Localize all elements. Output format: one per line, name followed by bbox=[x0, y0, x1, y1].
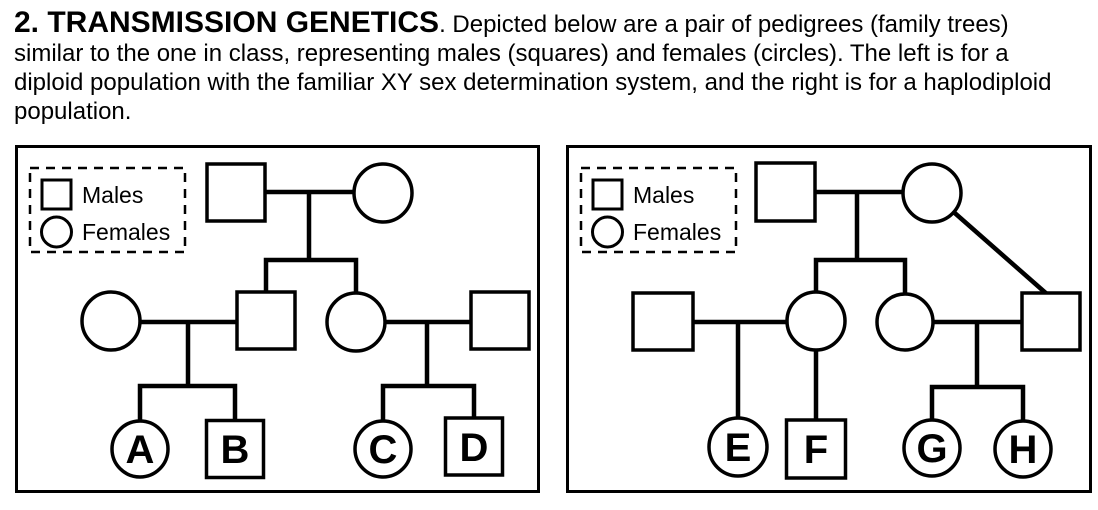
gen1-father-square bbox=[205, 162, 267, 223]
individual-D-square bbox=[443, 416, 505, 477]
individual-H-circle bbox=[993, 419, 1053, 479]
male-square-icon bbox=[591, 178, 624, 211]
question-body: . Depicted below are a pair of pedigrees… bbox=[14, 11, 1052, 125]
legend-females-label: Females bbox=[633, 219, 721, 245]
gen2-left-sibling-bar bbox=[137, 383, 238, 423]
individual-E: E bbox=[707, 416, 769, 478]
individual-B-square bbox=[204, 418, 266, 480]
female-circle-icon bbox=[40, 215, 73, 249]
gen2-right-male-square bbox=[469, 290, 531, 351]
legend-females-label: Females bbox=[82, 219, 170, 245]
individual-F-label: F bbox=[804, 428, 828, 472]
pedigree-diagram-haplodiploid: E F G H Males Females bbox=[579, 161, 1082, 480]
gen1-sibling-bar bbox=[813, 257, 908, 293]
individual-A-label: A bbox=[126, 428, 155, 472]
pedigree-diagram-diploid: A B C D Males Females bbox=[28, 162, 531, 480]
question-text: 2. TRANSMISSION GENETICS. Depicted below… bbox=[14, 8, 1080, 126]
individual-C-label: C bbox=[369, 428, 398, 472]
individual-B-label: B bbox=[221, 428, 250, 472]
gen1-mother-circle bbox=[352, 162, 414, 224]
gen2-right-daughter-circle bbox=[875, 292, 935, 352]
individual-D-label: D bbox=[460, 426, 489, 470]
legend: Males Females bbox=[579, 166, 738, 254]
pedigree-panel-diploid: A B C D Males Females bbox=[15, 145, 540, 493]
legend-males-label: Males bbox=[633, 182, 694, 208]
individual-E-circle bbox=[707, 416, 769, 478]
female-circle-icon bbox=[591, 215, 624, 249]
legend-box bbox=[579, 166, 738, 254]
gen2-left-female-circle bbox=[80, 290, 142, 352]
legend: Males Females bbox=[28, 166, 187, 254]
individual-F-square bbox=[784, 418, 848, 480]
individual-E-label: E bbox=[725, 426, 752, 470]
individual-G: G bbox=[902, 418, 962, 478]
legend-box bbox=[28, 166, 187, 254]
individual-A-circle bbox=[110, 419, 170, 479]
gen2-right-sibling-bar bbox=[380, 383, 477, 423]
individual-G-circle bbox=[902, 418, 962, 478]
gen2-son-square bbox=[235, 290, 297, 351]
individual-D: D bbox=[443, 416, 505, 477]
gen1-father-square bbox=[754, 161, 817, 223]
gen1-sibling-bar bbox=[263, 257, 359, 293]
pedigree-panel-haplodiploid: E F G H Males Females bbox=[566, 145, 1092, 493]
male-square-icon bbox=[40, 178, 73, 211]
relationship-lines bbox=[693, 189, 1050, 422]
relationship-lines bbox=[137, 189, 477, 423]
individual-B: B bbox=[204, 418, 266, 480]
legend-males-label: Males bbox=[82, 182, 143, 208]
individual-C: C bbox=[353, 419, 413, 479]
individual-C-circle bbox=[353, 419, 413, 479]
gen2-right-male-square bbox=[1020, 291, 1082, 352]
individual-G-label: G bbox=[916, 427, 947, 471]
individual-F: F bbox=[784, 418, 848, 480]
gen1-mother-circle bbox=[901, 162, 963, 224]
gen2-left-daughter-circle bbox=[785, 290, 847, 352]
individual-H-label: H bbox=[1009, 428, 1038, 472]
individual-H: H bbox=[993, 419, 1053, 479]
gen2-daughter-circle bbox=[325, 291, 387, 353]
gen2-right-sibling-bar bbox=[929, 384, 1026, 422]
question-title: 2. TRANSMISSION GENETICS bbox=[14, 6, 440, 39]
individual-A: A bbox=[110, 419, 170, 479]
gen2-left-male-square bbox=[631, 291, 695, 352]
